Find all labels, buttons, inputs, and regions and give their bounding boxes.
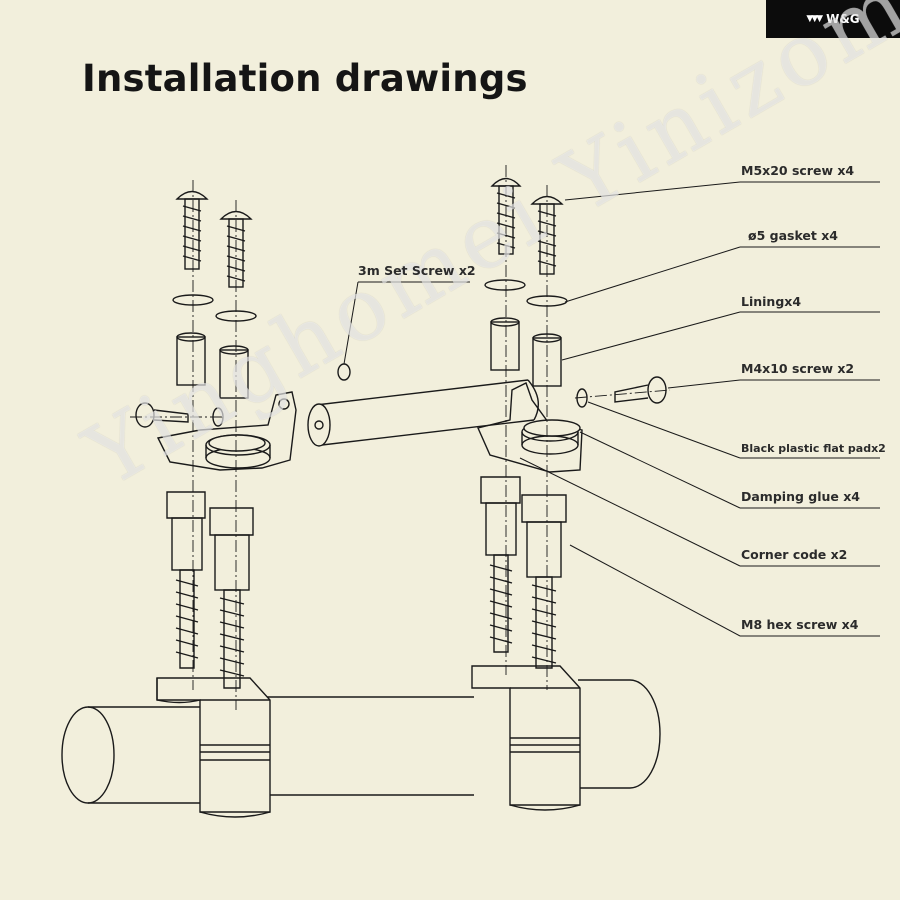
label-m5x20-screw: M5x20 screw x4 [741,163,855,178]
label-damping-glue: Damping glue x4 [741,489,860,504]
chevron-mark-icon: ▼▼▼ [806,14,823,24]
brand-name: W&G [826,12,860,26]
label-set-screw: 3m Set Screw x2 [358,263,476,278]
label-gasket: ø5 gasket x4 [748,228,839,243]
label-corner-code: Corner code x2 [741,547,848,562]
label-m4x10-screw: M4x10 screw x2 [741,361,855,376]
label-lining: Liningx4 [741,294,802,309]
brand-logo: ▼▼▼ W&G [766,0,900,38]
label-plastic-pad: Black plastic flat padx2 [741,442,886,455]
page-title: Installation drawings [82,57,528,100]
m8-hex-screws [166,476,567,689]
right-clamp [471,665,581,811]
leader-lines [343,181,880,637]
center-lines [130,165,671,710]
left-clamp [156,677,271,818]
cross-bar [307,379,540,447]
label-m8-hex-screw: M8 hex screw x4 [741,617,859,632]
handlebar-tube [61,679,661,804]
